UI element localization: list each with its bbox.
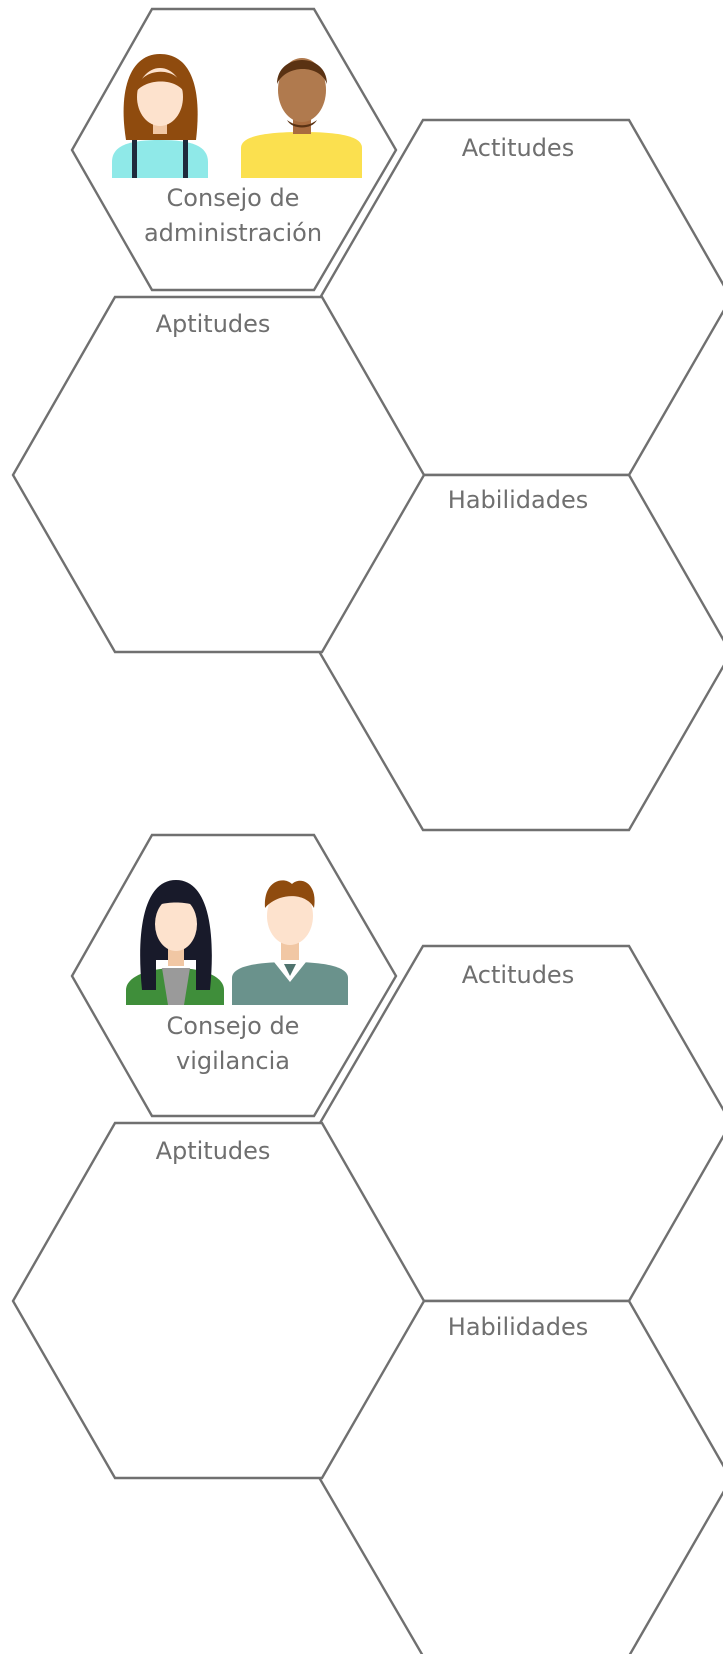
hex-aptitudes (11, 295, 426, 654)
hex-aptitudes (11, 1121, 426, 1480)
label-habilidades: Habilidades (448, 486, 588, 514)
label-aptitudes: Aptitudes (156, 310, 271, 338)
woman-avatar-icon (112, 54, 208, 178)
group-title-line2: administración (144, 219, 322, 247)
group-consejo-administracion: Consejo de administración Actitudes Habi… (11, 7, 723, 832)
group-title-line1: Consejo de (167, 184, 300, 212)
label-actitudes: Actitudes (462, 134, 574, 162)
group-consejo-vigilancia: Consejo de vigilancia Actitudes Habilida… (11, 833, 723, 1654)
label-actitudes: Actitudes (462, 961, 574, 989)
label-habilidades: Habilidades (448, 1313, 588, 1341)
label-aptitudes: Aptitudes (156, 1137, 271, 1165)
group-title-line2: vigilancia (176, 1047, 290, 1075)
man-avatar-icon (232, 880, 348, 1005)
group-title-line1: Consejo de (167, 1012, 300, 1040)
woman-avatar-icon (126, 880, 224, 1005)
man-avatar-icon (241, 58, 362, 178)
